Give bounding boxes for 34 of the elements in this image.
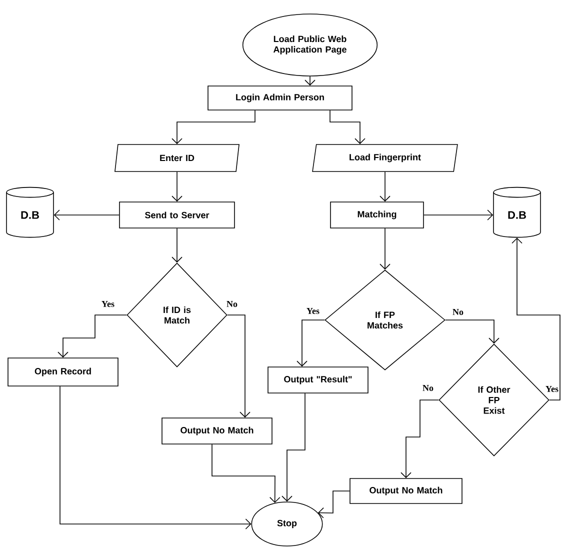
arrow <box>296 320 325 367</box>
arrow <box>400 400 439 478</box>
process-box: Output "Result" <box>268 366 368 394</box>
process-box: Output No Match <box>350 478 462 504</box>
arrow <box>445 320 500 344</box>
database-cylinder: D.B <box>493 186 541 238</box>
process-box: Output No Match <box>162 418 272 444</box>
arrow <box>172 172 182 202</box>
arrow <box>212 444 280 503</box>
arrow <box>58 314 127 358</box>
arrow <box>282 393 306 502</box>
database-cylinder: D.B <box>6 186 54 238</box>
arrow <box>227 314 250 418</box>
edge-label: No <box>452 308 464 316</box>
edge-label: Yes <box>100 300 116 308</box>
edge-label: No <box>226 300 238 308</box>
process-box: Matching <box>330 202 424 228</box>
edge-label: Yes <box>306 307 320 315</box>
arrow <box>380 172 390 202</box>
process-box: Send to Server <box>119 202 235 228</box>
arrow <box>330 110 366 144</box>
arrow <box>424 210 494 220</box>
process-box: Open Record <box>8 358 118 386</box>
arrow <box>512 238 560 400</box>
input-parallelogram: Load Fingerprint <box>312 144 458 172</box>
arrow <box>172 228 182 263</box>
arrow <box>172 110 256 144</box>
arrow <box>60 386 252 530</box>
arrow <box>54 210 120 220</box>
arrow <box>318 490 350 518</box>
process-box: Login Admin Person <box>208 86 352 110</box>
edge-label: No <box>422 384 434 392</box>
arrow <box>380 228 390 270</box>
input-parallelogram: Enter ID <box>114 144 240 172</box>
